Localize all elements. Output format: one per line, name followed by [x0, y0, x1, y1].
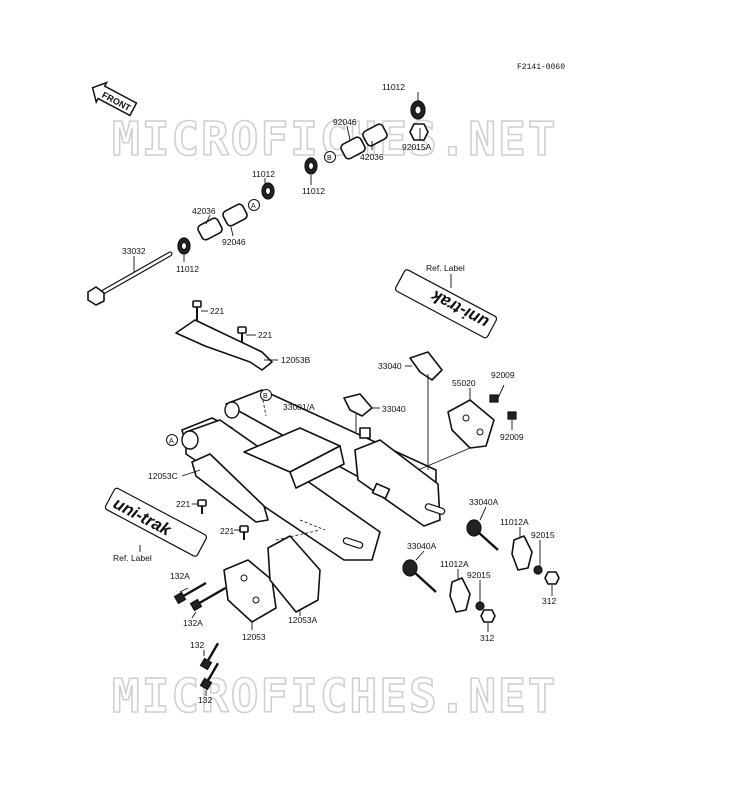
swingarm-33001a: [181, 389, 446, 561]
adjuster-33040a-icon: [466, 519, 482, 537]
chain-adjuster-right: [466, 506, 560, 596]
pivot-shaft-33032: [87, 251, 173, 306]
nut-92015-icon: [533, 565, 543, 575]
ref-label-decal-lower: uni-trak: [104, 487, 208, 557]
label-221: 221: [176, 499, 190, 509]
label-221: 221: [210, 306, 224, 316]
svg-text:B: B: [327, 155, 332, 162]
diagram-code: F2141-0060: [517, 63, 565, 72]
bolts-132: [173, 581, 227, 696]
label-33040a: 33040A: [407, 541, 437, 551]
callout-b-icon: [324, 151, 336, 163]
label-12053b: 12053B: [281, 355, 311, 365]
ref-label-top: Ref. Label: [426, 263, 465, 273]
label-12053a: 12053A: [288, 615, 318, 625]
block-11012a-icon: [449, 577, 471, 613]
nut-92015-icon: [475, 601, 485, 611]
bracket-33040: [343, 351, 443, 470]
label-132a: 132A: [170, 571, 190, 581]
label-312: 312: [542, 596, 556, 606]
label-92009: 92009: [500, 432, 524, 442]
callout-a-icon: [166, 434, 178, 446]
label-11012: 11012: [382, 82, 405, 92]
adjuster-33040a-icon: [402, 559, 418, 577]
label-33032: 33032: [122, 246, 146, 256]
label-132a: 132A: [183, 618, 203, 628]
label-11012: 11012: [302, 186, 325, 196]
watermark-bottom: MICROFICHES.NET: [112, 669, 557, 723]
ref-label-decal-upper: uni-trak: [394, 269, 498, 339]
label-92015: 92015: [467, 570, 491, 580]
label-42036: 42036: [192, 206, 216, 216]
label-42036: 42036: [360, 152, 384, 162]
label-132: 132: [198, 695, 212, 705]
label-92015: 92015: [531, 530, 555, 540]
label-92015a: 92015A: [402, 142, 432, 152]
pivot-hardware-upper: B: [304, 92, 429, 185]
label-92046: 92046: [333, 117, 357, 127]
bolt-92009-icon: [489, 394, 499, 403]
label-12053: 12053: [242, 632, 266, 642]
label-221: 221: [220, 526, 234, 536]
plate-55020: [417, 384, 517, 471]
chain-adjuster-left: [402, 550, 496, 632]
nut-92015a-icon: [409, 123, 429, 141]
chain-guide-12053c: [181, 453, 269, 523]
label-33001a: 33001/A: [283, 402, 315, 412]
collar-42036-icon: [197, 217, 223, 241]
label-132: 132: [190, 640, 204, 650]
svg-text:A: A: [169, 438, 174, 445]
callout-b-icon: [260, 389, 272, 401]
block-11012a-icon: [511, 535, 533, 571]
pivot-hardware-middle: A: [177, 178, 275, 262]
collar-42036-icon: [362, 123, 388, 147]
callout-a-icon: [248, 199, 260, 211]
label-33040a: 33040A: [469, 497, 499, 507]
bushing-92046-icon: [340, 136, 366, 160]
svg-text:A: A: [251, 203, 256, 210]
bolt-92009-icon: [507, 411, 517, 420]
label-33040: 33040: [378, 361, 402, 371]
part-labels: 11012 92015A 92046 42036 11012 11012 420…: [113, 82, 556, 705]
nut-312-icon: [544, 571, 560, 585]
label-11012: 11012: [252, 169, 275, 179]
bolts-221-lower: [192, 499, 249, 540]
label-12053c: 12053C: [148, 471, 178, 481]
bushing-92046-icon: [222, 203, 248, 227]
label-11012a: 11012A: [440, 559, 469, 569]
nut-312-icon: [480, 609, 496, 623]
label-33040: 33040: [382, 404, 406, 414]
chain-guide-12053b: [175, 319, 278, 371]
label-11012a: 11012A: [500, 517, 529, 527]
label-92009: 92009: [491, 370, 515, 380]
label-92046: 92046: [222, 237, 246, 247]
chain-slider-12053: [223, 529, 321, 630]
ref-label-bottom: Ref. Label: [113, 553, 152, 563]
svg-text:B: B: [263, 393, 268, 400]
label-312: 312: [480, 633, 494, 643]
label-221: 221: [258, 330, 272, 340]
label-11012: 11012: [176, 264, 199, 274]
label-55020: 55020: [452, 378, 476, 388]
